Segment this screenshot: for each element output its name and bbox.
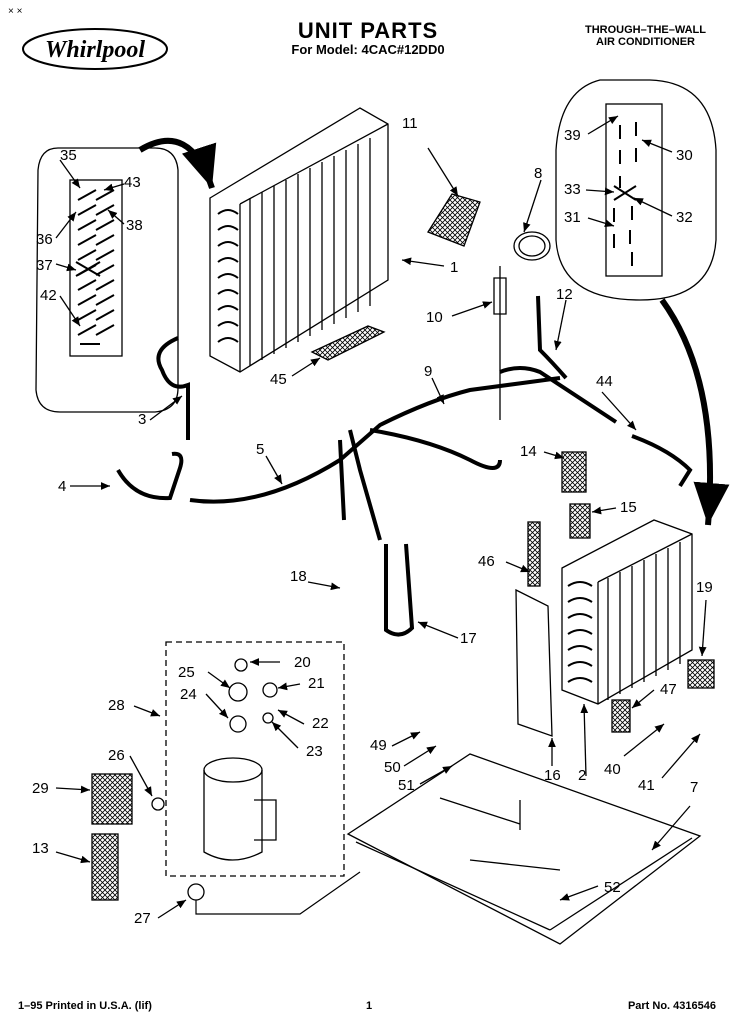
callout-29: 29: [32, 780, 49, 797]
product-type: THROUGH–THE–WALL AIR CONDITIONER: [585, 24, 706, 48]
callout-51: 51: [398, 777, 415, 794]
callout-21: 21: [308, 675, 325, 692]
callout-17: 17: [460, 630, 477, 647]
leader-arrows: [55, 115, 707, 919]
callout-14: 14: [520, 443, 537, 460]
callout-31: 31: [564, 209, 581, 226]
condenser-coil: [561, 519, 693, 705]
callout-20: 20: [294, 654, 311, 671]
part-number: Part No. 4316546: [627, 1000, 716, 1012]
callout-18: 18: [290, 568, 307, 585]
callout-45: 45: [270, 371, 287, 388]
callout-27: 27: [134, 910, 151, 927]
model-line: For Model: 4CAC#12DD0: [291, 42, 445, 57]
callout-25: 25: [178, 664, 195, 681]
callout-3: 3: [138, 411, 146, 428]
base-pan: [346, 753, 702, 945]
callout-46: 46: [478, 553, 495, 570]
callout-28: 28: [108, 697, 125, 714]
baffle: [515, 588, 553, 737]
callout-30: 30: [676, 147, 693, 164]
callout-40: 40: [604, 761, 621, 778]
compressor: [151, 658, 278, 901]
callout-44: 44: [596, 373, 613, 390]
callout-16: 16: [544, 767, 561, 784]
product-line-2: AIR CONDITIONER: [596, 36, 695, 48]
callout-4: 4: [58, 478, 66, 495]
callout-32: 32: [676, 209, 693, 226]
callout-13: 13: [32, 840, 49, 857]
callout-33: 33: [564, 181, 581, 198]
callout-35: 35: [60, 147, 77, 164]
callout-7: 7: [690, 779, 698, 796]
callout-37: 37: [36, 257, 53, 274]
refrigerant-tubing: [116, 295, 693, 637]
callout-8: 8: [534, 165, 542, 182]
callout-24: 24: [180, 686, 197, 703]
callout-22: 22: [312, 715, 329, 732]
callout-5: 5: [256, 441, 264, 458]
callout-2: 2: [578, 767, 586, 784]
callout-39: 39: [564, 127, 581, 144]
callout-42: 42: [40, 287, 57, 304]
filter-screens: [91, 193, 715, 901]
callout-49: 49: [370, 737, 387, 754]
corner-mark: × ×: [8, 6, 23, 17]
callout-23: 23: [306, 743, 323, 760]
callout-41: 41: [638, 777, 655, 794]
callout-12: 12: [556, 286, 573, 303]
callout-26: 26: [108, 747, 125, 764]
callout-11: 11: [402, 115, 418, 132]
callout-47: 47: [660, 681, 677, 698]
page-title: UNIT PARTS: [297, 18, 439, 43]
whirlpool-logo: Whirlpool: [22, 28, 168, 70]
callout-labels: 1 2 3 4 5 7 8 9 10 11 12 13 14 15 16 17 …: [32, 115, 713, 927]
callout-36: 36: [36, 231, 53, 248]
capillary-assembly: [493, 231, 551, 420]
callout-19: 19: [696, 579, 713, 596]
callout-50: 50: [384, 759, 401, 776]
compressor-group-box: [165, 641, 345, 877]
callout-43: 43: [124, 174, 141, 191]
product-line-1: THROUGH–THE–WALL: [585, 24, 706, 36]
callout-9: 9: [424, 363, 432, 380]
callout-15: 15: [620, 499, 637, 516]
svg-text:Whirlpool: Whirlpool: [45, 37, 145, 63]
callout-1: 1: [450, 259, 458, 276]
print-info: 1–95 Printed in U.S.A. (lif): [18, 1000, 152, 1012]
callout-10: 10: [426, 309, 443, 326]
page-number: 1: [366, 1000, 373, 1012]
evaporator-coil: [209, 107, 389, 373]
callout-52: 52: [604, 879, 621, 896]
callout-38: 38: [126, 217, 143, 234]
